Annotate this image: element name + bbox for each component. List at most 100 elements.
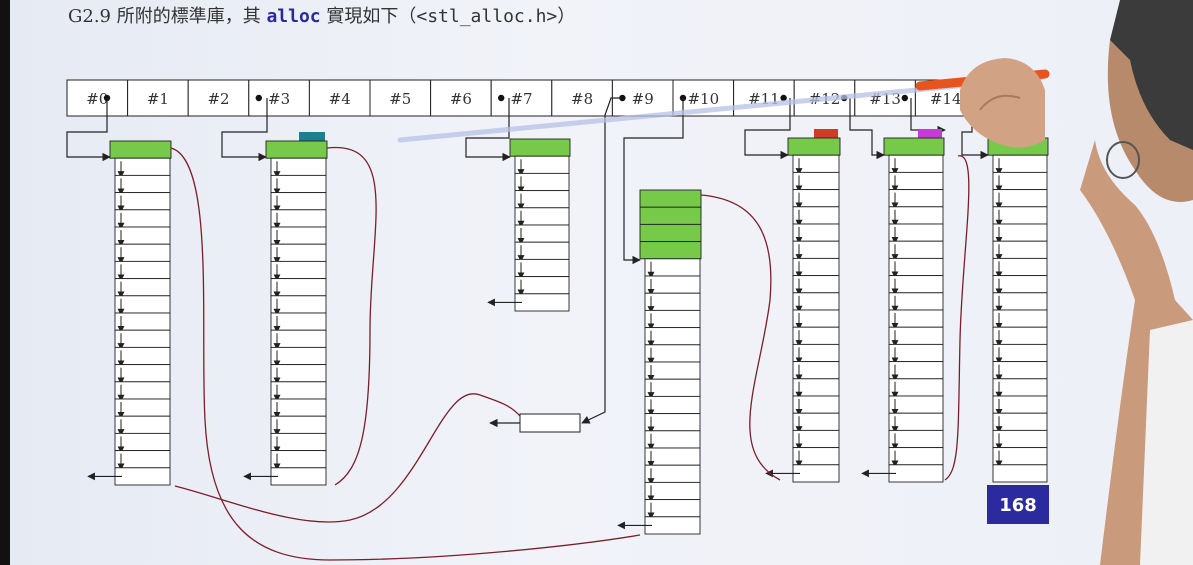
free-chunk: [644, 395, 701, 415]
free-chunk: [644, 464, 701, 483]
link-col1-to-col10: [170, 147, 641, 561]
free-chunk: [514, 276, 570, 295]
free-list-slot: #1: [127, 79, 189, 117]
free-chunk: [792, 189, 840, 208]
free-list-slot: #6: [430, 79, 492, 117]
free-chunk: [792, 240, 840, 259]
free-chunk: [992, 240, 1048, 259]
free-chunk: [514, 241, 570, 260]
free-list-slot: #13: [854, 79, 916, 117]
free-chunk: [992, 223, 1048, 242]
free-chunk: [888, 292, 944, 311]
free-chunk: [514, 293, 570, 312]
free-chunk: [992, 292, 1048, 311]
badge-label: 168: [999, 495, 1037, 516]
free-list-slot: #0: [66, 79, 129, 117]
free-chunk: [114, 346, 171, 366]
screen-edge: [0, 0, 10, 565]
free-chunk: [644, 292, 701, 311]
free-chunk: [114, 192, 171, 211]
free-chunk: [644, 327, 701, 346]
free-chunk: [992, 171, 1048, 191]
free-chunk: [992, 395, 1048, 414]
slot-label: #4: [329, 90, 351, 108]
free-chunk: [270, 209, 327, 228]
free-chunk: [644, 499, 701, 518]
free-chunk: [644, 516, 701, 535]
allocated-chunk: [109, 140, 172, 159]
link-col14-loop: [944, 155, 970, 481]
slot-label: #0: [86, 90, 108, 108]
chunk-marker: [814, 129, 838, 138]
free-chunk: [888, 240, 944, 259]
link-col10-to-col12: [700, 194, 781, 481]
allocated-chunk: [639, 241, 702, 260]
free-chunk: [792, 447, 840, 466]
free-chunk: [992, 429, 1048, 449]
pointer-dot: [901, 94, 908, 102]
free-chunk: [270, 346, 327, 366]
free-chunk: [888, 275, 944, 294]
title-keyword: alloc: [266, 6, 321, 27]
memory-chunks: [87, 129, 1049, 535]
free-chunk: [644, 344, 701, 363]
allocated-chunk: [639, 189, 702, 208]
free-chunk: [514, 207, 570, 226]
wire-slot-11: [744, 98, 791, 160]
chunk-column: [861, 129, 945, 483]
link-col3-loop: [326, 146, 377, 486]
free-chunk: [992, 326, 1048, 345]
free-chunk: [270, 381, 327, 400]
free-chunk: [792, 343, 840, 363]
free-chunk: [992, 206, 1048, 225]
free-chunk: [792, 378, 840, 397]
free-chunk: [792, 206, 840, 225]
chunk-column: [617, 189, 702, 535]
allocated-chunk: [265, 140, 328, 159]
free-chunk: [644, 275, 701, 294]
chunk-marker: [918, 129, 942, 138]
free-list-slot: #5: [369, 79, 432, 117]
pointer-dot: [619, 94, 626, 102]
free-chunk: [114, 260, 171, 280]
free-chunk: [792, 257, 840, 277]
small-chunk: [489, 413, 581, 433]
free-chunk: [992, 361, 1048, 380]
free-chunk: [114, 312, 171, 331]
free-chunk: [792, 429, 840, 449]
free-chunk: [644, 361, 701, 380]
title-header-file: <stl_alloc.h>: [416, 6, 558, 27]
free-chunk: [792, 395, 840, 414]
free-chunk: [270, 157, 327, 176]
pointer-dot: [780, 94, 787, 102]
free-chunk: [114, 278, 171, 297]
free-chunk: [114, 398, 171, 417]
free-chunk: [644, 309, 701, 329]
slot-label: #5: [389, 90, 411, 108]
free-chunk: [114, 295, 171, 314]
free-chunk: [792, 171, 840, 191]
free-chunk: [270, 260, 327, 280]
free-chunk: [792, 275, 840, 294]
wire-slot-12: [849, 98, 885, 160]
free-chunk: [514, 190, 570, 209]
free-list-slot: #8: [551, 79, 613, 117]
badge-168: 168: [987, 485, 1049, 524]
free-chunk: [114, 381, 171, 400]
free-chunk: [270, 364, 327, 383]
free-chunk: [888, 447, 944, 466]
link-col1-to-small: [174, 393, 521, 523]
title-prefix: G2.9 所附的標準庫，其: [68, 6, 267, 27]
badge-box: [987, 485, 1049, 524]
chunk-column: [487, 138, 571, 312]
free-list-slot: #9: [611, 79, 674, 117]
free-chunk: [888, 395, 944, 414]
free-chunk: [992, 464, 1048, 483]
free-chunk: [792, 292, 840, 311]
free-chunk: [270, 295, 327, 314]
allocated-chunk: [883, 137, 945, 156]
free-chunk: [888, 412, 944, 431]
free-chunk: [792, 412, 840, 431]
